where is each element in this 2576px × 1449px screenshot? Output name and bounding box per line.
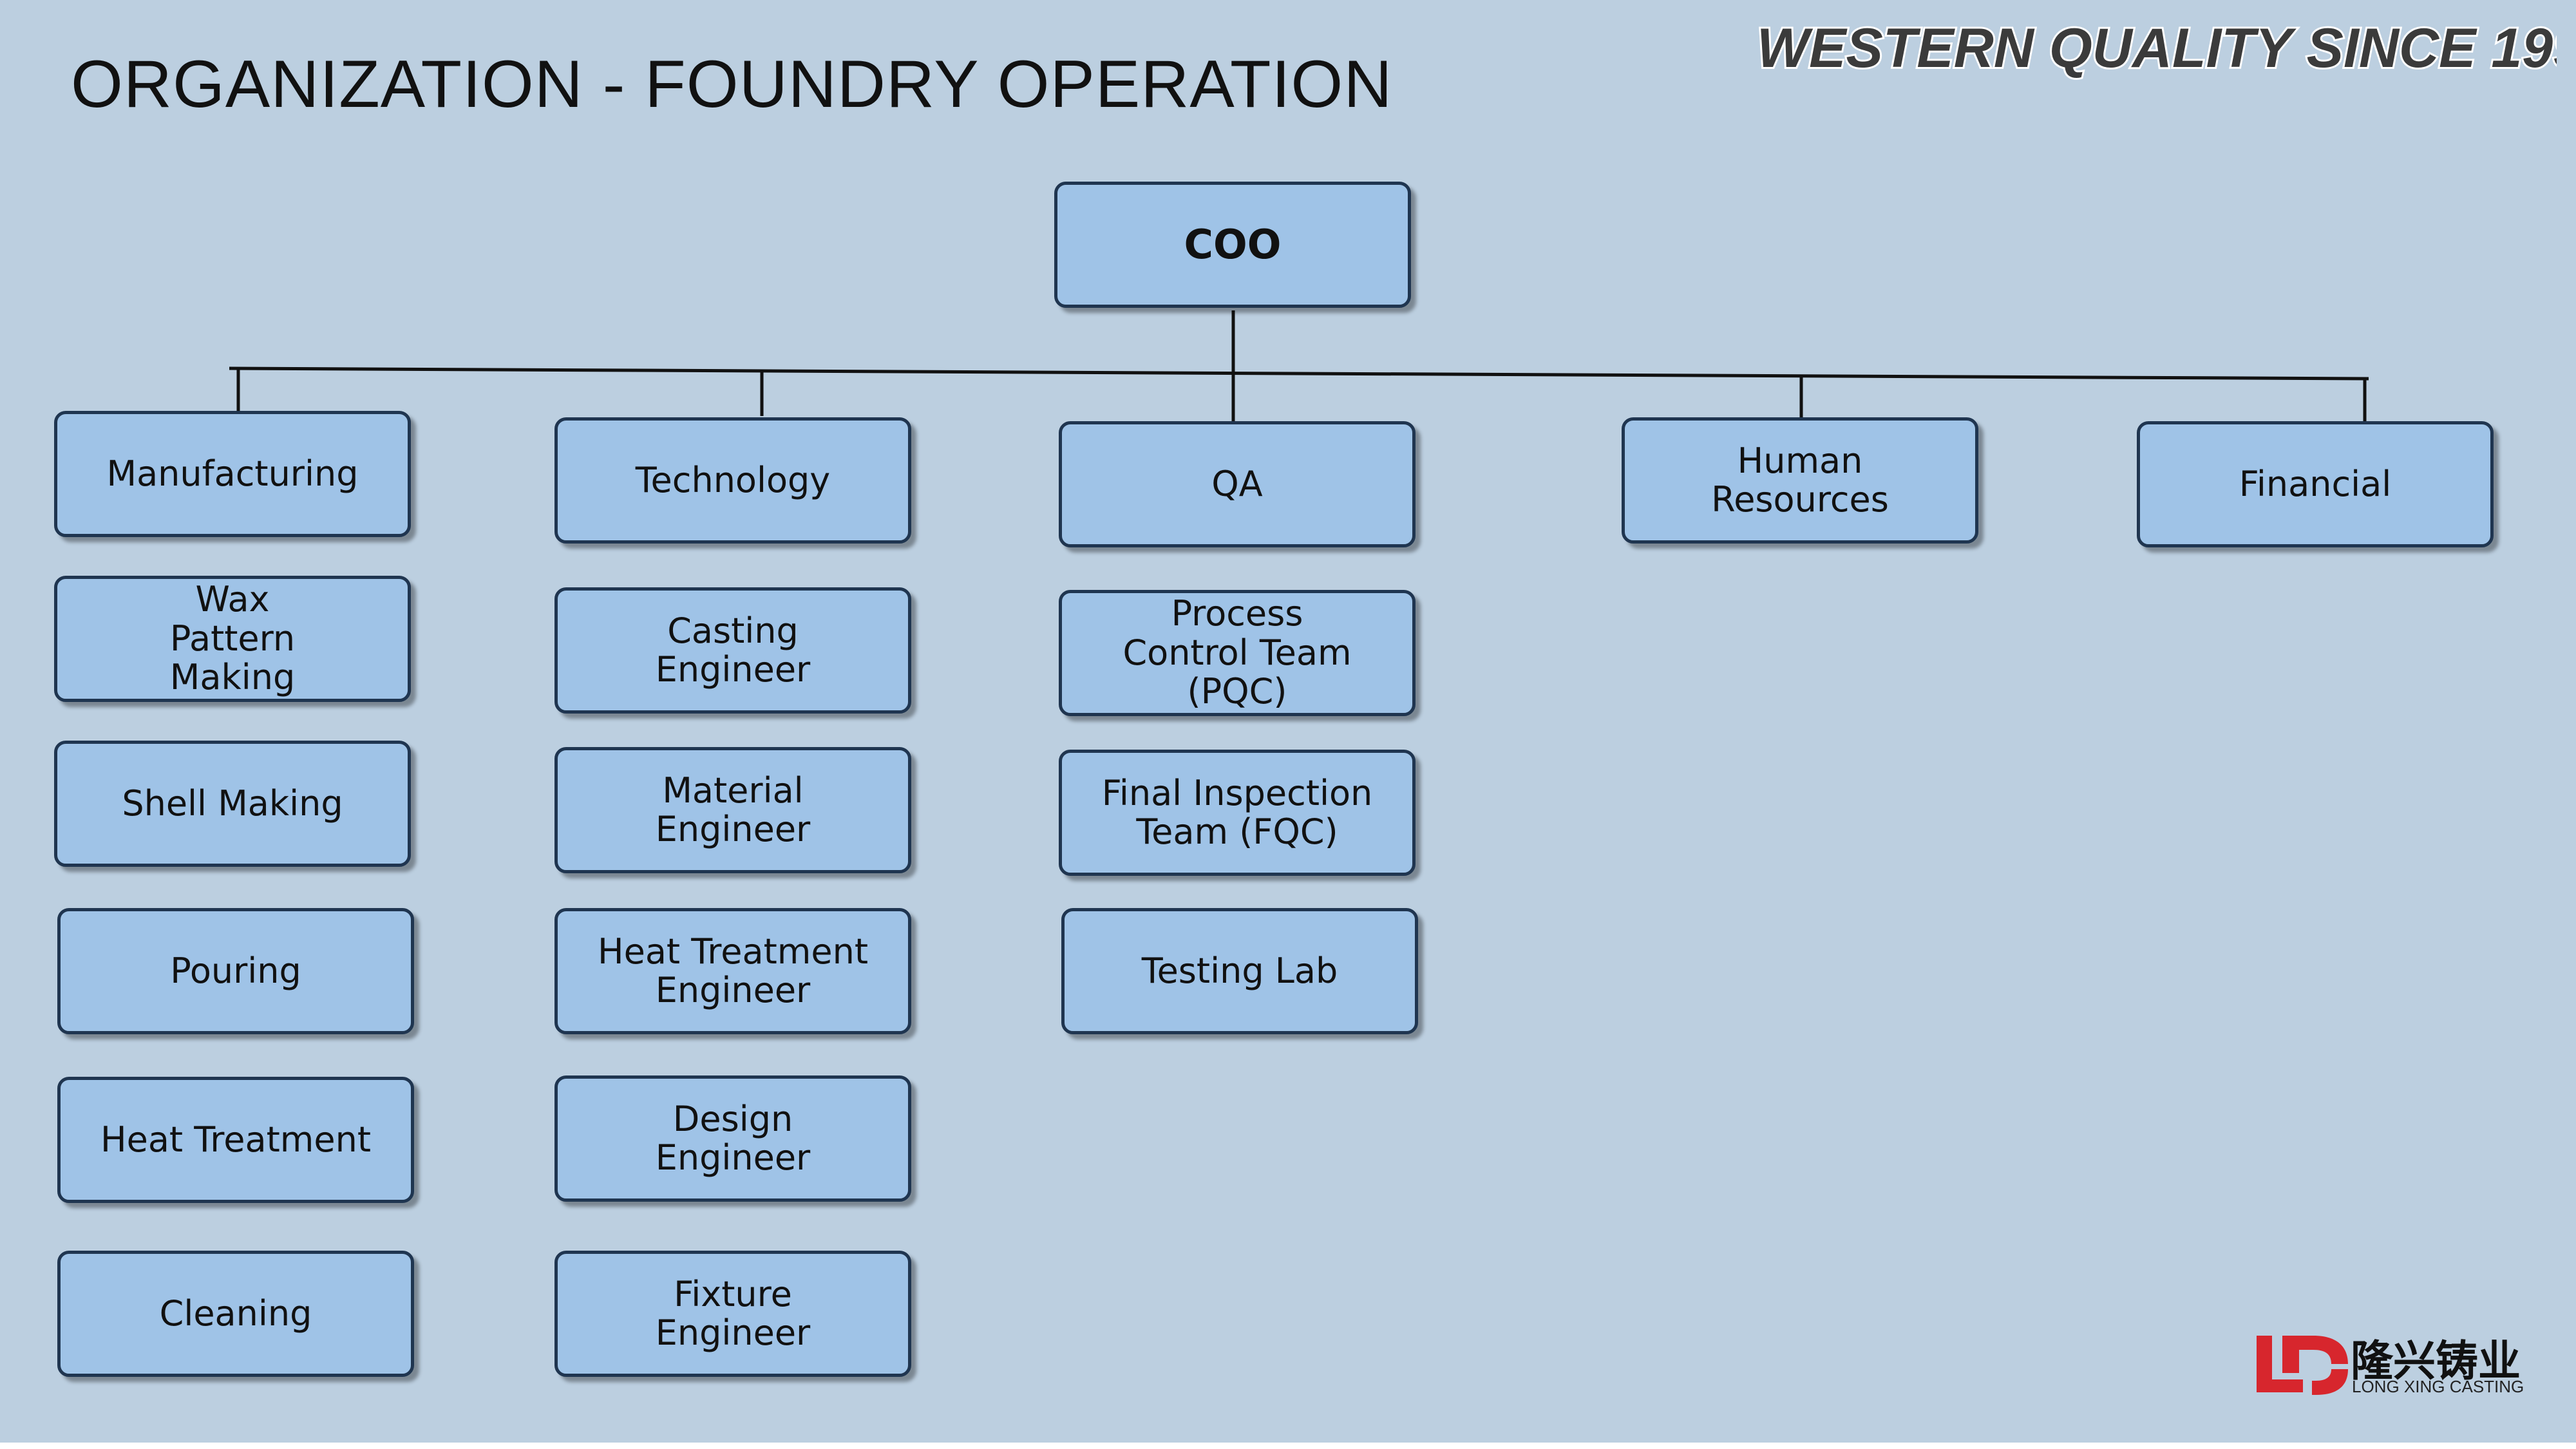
org-node-label: Material Engineer: [655, 770, 811, 849]
org-node-human-resources: Human Resources: [1622, 417, 1978, 544]
org-node-pouring: Pouring: [57, 908, 414, 1034]
page-title: ORGANIZATION - FOUNDRY OPERATION: [71, 47, 1393, 122]
tagline-banner: WESTERN QUALITY SINCE 1992: [1755, 15, 2557, 81]
company-logo: 隆兴铸业 LONG XING CASTING: [2254, 1327, 2537, 1404]
org-node-fixture-engineer: Fixture Engineer: [554, 1251, 911, 1377]
org-node-label: Casting Engineer: [655, 610, 811, 690]
org-node-qa: QA: [1059, 421, 1416, 547]
org-node-label: Shell Making: [122, 782, 343, 824]
org-node-shell-making: Shell Making: [54, 741, 411, 867]
org-node-label: Design Engineer: [655, 1098, 811, 1178]
org-node-label: Fixture Engineer: [655, 1273, 811, 1353]
org-node-technology: Technology: [554, 417, 911, 544]
org-node-manufacturing: Manufacturing: [54, 411, 411, 537]
org-node-label: Wax Pattern Making: [169, 579, 296, 698]
org-node-wax-pattern-making: Wax Pattern Making: [54, 576, 411, 702]
org-node-label: Final Inspection Team (FQC): [1101, 772, 1373, 852]
org-node-financial: Financial: [2137, 421, 2494, 547]
logo-mark-icon: [2257, 1336, 2348, 1395]
org-node-design-engineer: Design Engineer: [554, 1075, 911, 1202]
org-node-final-inspection-team: Final Inspection Team (FQC): [1059, 750, 1416, 876]
org-node-label: COO: [1184, 221, 1282, 269]
tagline-text: WESTERN QUALITY SINCE 1992: [1757, 17, 2557, 79]
org-node-label: QA: [1211, 463, 1263, 504]
org-node-label: Manufacturing: [106, 453, 359, 494]
org-node-label: Pouring: [170, 950, 301, 991]
org-node-label: Testing Lab: [1141, 950, 1338, 991]
org-node-label: Financial: [2239, 463, 2392, 504]
org-node-heat-treatment-engineer: Heat Treatment Engineer: [554, 908, 911, 1034]
org-node-label: Heat Treatment: [100, 1119, 372, 1160]
org-node-label: Technology: [635, 459, 831, 500]
org-node-material-engineer: Material Engineer: [554, 747, 911, 873]
org-node-testing-lab: Testing Lab: [1061, 908, 1418, 1034]
org-node-label: Human Resources: [1711, 440, 1889, 520]
logo-brand-cn: 隆兴铸业: [2351, 1336, 2521, 1386]
org-node-process-control-team: Process Control Team (PQC): [1059, 590, 1416, 716]
org-node-heat-treatment: Heat Treatment: [57, 1077, 414, 1203]
bottom-bar: [0, 1443, 2576, 1449]
org-node-coo: COO: [1054, 182, 1411, 308]
logo-brand-en: LONG XING CASTING: [2352, 1377, 2524, 1396]
org-node-cleaning: Cleaning: [57, 1251, 414, 1377]
org-node-casting-engineer: Casting Engineer: [554, 587, 911, 714]
org-node-label: Process Control Team (PQC): [1122, 593, 1352, 712]
org-node-label: Heat Treatment Engineer: [597, 931, 869, 1010]
org-node-label: Cleaning: [159, 1293, 312, 1334]
